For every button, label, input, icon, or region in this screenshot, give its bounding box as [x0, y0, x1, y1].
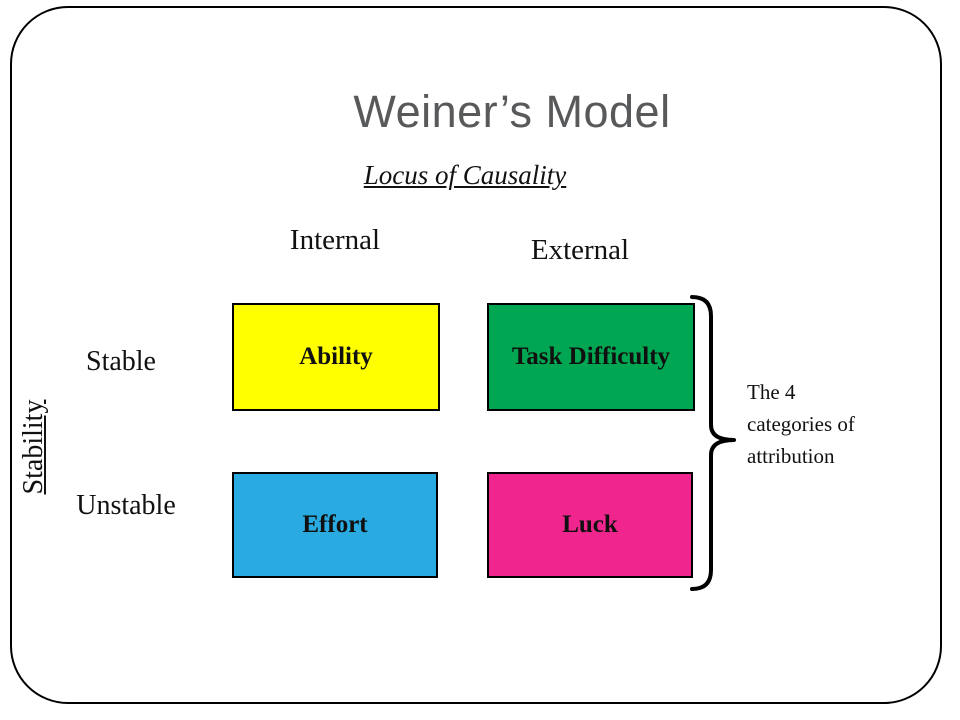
annotation-line-1: The 4 [747, 380, 796, 404]
column-label-internal: Internal [289, 224, 381, 256]
slide-title: Weiner’s Model [353, 86, 671, 137]
stability-axis-label: Stability [18, 399, 49, 495]
row-label-unstable: Unstable [76, 490, 176, 521]
curly-brace [690, 295, 736, 591]
cell-effort: Effort [232, 472, 438, 578]
slide-frame [10, 6, 942, 704]
cell-luck: Luck [487, 472, 693, 578]
cell-task-difficulty: Task Difficulty [487, 303, 695, 411]
annotation-four-categories: The 4 categories of attribution [747, 376, 897, 472]
row-label-stable: Stable [86, 346, 156, 377]
cell-ability: Ability [232, 303, 440, 411]
annotation-line-2: categories of [747, 412, 855, 436]
column-label-external: External [530, 234, 630, 266]
annotation-line-3: attribution [747, 444, 835, 468]
locus-of-causality-heading: Locus of Causality [363, 160, 567, 190]
